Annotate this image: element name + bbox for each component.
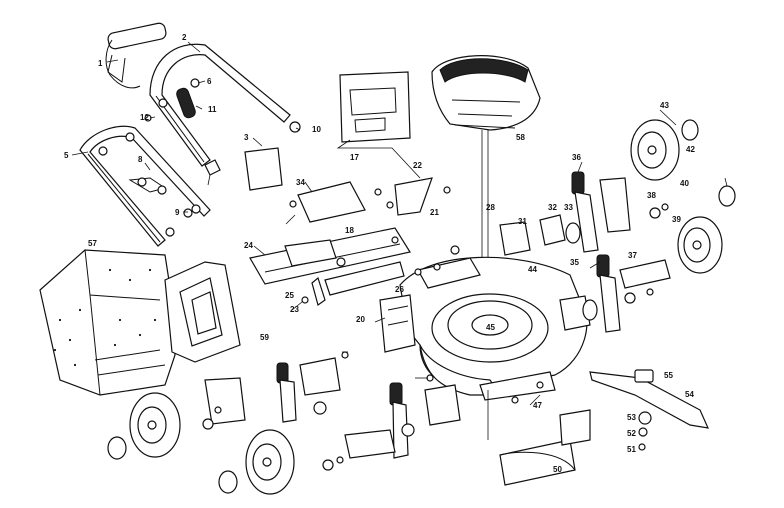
callout-31: 31 (518, 217, 527, 226)
blade-adapter (487, 390, 591, 486)
callout-44: 44 (528, 265, 537, 274)
leader-lines (71, 41, 728, 406)
callout-42: 42 (686, 145, 695, 154)
callout-24: 24 (244, 241, 253, 250)
engine-bracket (336, 71, 433, 216)
callout-36: 36 (572, 153, 581, 162)
callout-11: 11 (208, 105, 217, 114)
height-levers (204, 171, 671, 459)
callout-37: 37 (628, 251, 637, 260)
height-adjust-rail (249, 181, 411, 306)
wheel-front-right-upper (630, 119, 736, 207)
callout-3: 3 (244, 133, 249, 142)
callout-1: 1 (98, 59, 103, 68)
callout-23: 23 (290, 305, 299, 314)
hardware (202, 186, 669, 471)
callout-10: 10 (312, 125, 321, 134)
wheel-front-right-lower (677, 216, 723, 274)
upper-handle (105, 22, 301, 167)
callout-53: 53 (627, 413, 636, 422)
callout-5: 5 (64, 151, 69, 160)
callout-22: 22 (413, 161, 422, 170)
engine-shroud (431, 55, 541, 288)
callout-34: 34 (296, 178, 305, 187)
callout-51: 51 (627, 445, 636, 454)
callout-9: 9 (175, 208, 180, 217)
callout-58: 58 (516, 133, 525, 142)
mower-deck (379, 256, 588, 401)
callout-6: 6 (207, 77, 212, 86)
callout-28: 28 (486, 203, 495, 212)
callout-57: 57 (88, 239, 97, 248)
bag-frame (164, 261, 241, 363)
grass-bag (39, 249, 176, 396)
callout-54: 54 (685, 390, 694, 399)
wheel-rear-right (218, 429, 295, 495)
callout-38: 38 (647, 191, 656, 200)
callout-18: 18 (345, 226, 354, 235)
callout-32: 32 (548, 203, 557, 212)
callout-8: 8 (138, 155, 143, 164)
callout-52: 52 (627, 429, 636, 438)
callout-55: 55 (664, 371, 673, 380)
callout-25: 25 (285, 291, 294, 300)
blade (589, 369, 710, 451)
callout-45: 45 (486, 323, 495, 332)
wheel-rear-left (107, 392, 181, 460)
callout-43: 43 (660, 101, 669, 110)
callout-17: 17 (350, 153, 359, 162)
callout-20: 20 (356, 315, 365, 324)
callout-labels: 1 2 3 5 6 8 9 10 11 12 17 18 20 21 22 23… (64, 33, 695, 474)
callout-2: 2 (182, 33, 187, 42)
callout-12: 12 (140, 113, 149, 122)
plate-3 (244, 147, 283, 191)
callout-26: 26 (395, 285, 404, 294)
callout-35: 35 (570, 258, 579, 267)
lower-handle (79, 125, 211, 247)
callout-40: 40 (680, 179, 689, 188)
callout-47: 47 (533, 401, 542, 410)
callout-21: 21 (430, 208, 439, 217)
callout-33: 33 (564, 203, 573, 212)
wheels (107, 119, 736, 495)
callout-59: 59 (260, 333, 269, 342)
callout-39: 39 (672, 215, 681, 224)
callout-50: 50 (553, 465, 562, 474)
